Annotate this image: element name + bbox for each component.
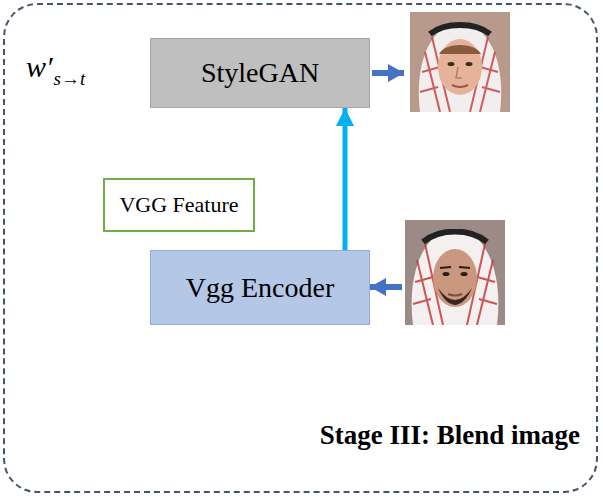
box-label: VGG Feature [119, 192, 238, 218]
encoder-box: Vgg Encoder [150, 250, 370, 325]
latent-subscript: s→t [54, 68, 86, 89]
stage-region: Stage III: Blend image StyleGAN VGG Featur… [3, 3, 598, 493]
box-label: Vgg Encoder [186, 272, 335, 304]
latent-symbol: w′ [26, 50, 53, 83]
box-label: StyleGAN [201, 57, 319, 89]
latent-code-label: w′s→t [26, 50, 85, 90]
feature-arrow [343, 108, 348, 250]
stage-title: Stage III: Blend image [320, 420, 580, 451]
input-arrow [370, 284, 402, 290]
feature-label-box: VGG Feature [103, 178, 255, 232]
input-face-image [405, 220, 505, 325]
generator-box: StyleGAN [150, 38, 370, 108]
output-arrow [372, 70, 404, 76]
output-face-image [410, 12, 510, 112]
